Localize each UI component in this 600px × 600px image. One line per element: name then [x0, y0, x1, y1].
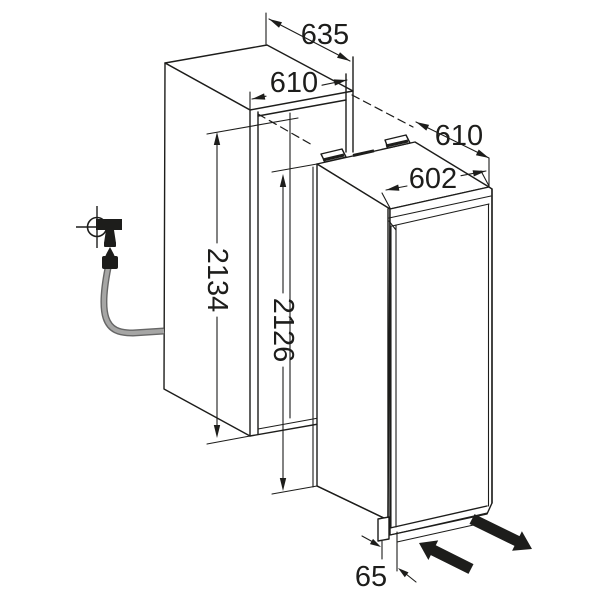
- appliance-front-face: [389, 186, 493, 536]
- arrowhead-upleft: [398, 568, 409, 578]
- door-top-chamfer: [388, 220, 397, 231]
- dimension-appliance-depth: 610: [415, 120, 490, 187]
- cabinet-top-band: [388, 195, 492, 219]
- dimension-line: [415, 121, 490, 159]
- door-bottom-trim: [389, 512, 488, 536]
- water-connection: [76, 206, 165, 337]
- dimension-label-appliance-height: 2126: [267, 298, 299, 363]
- dimension-line: [268, 18, 351, 62]
- water-hose: [100, 267, 165, 337]
- door-bottom-edge: [389, 505, 488, 529]
- mounting-bracket-left: [320, 148, 347, 163]
- niche-opening-top-edge: [257, 99, 347, 117]
- dimension-niche-width: 610: [249, 67, 348, 111]
- extension-line: [381, 192, 391, 209]
- extension-line: [271, 485, 318, 495]
- arrowhead-downright: [475, 149, 489, 158]
- arrowhead-down: [213, 425, 221, 438]
- hose-connector: [102, 256, 118, 269]
- arrowhead-left: [252, 93, 266, 100]
- appliance-bottom-left-edge: [316, 485, 389, 521]
- dimension-label-appliance-width: 602: [409, 163, 457, 195]
- dimension-label-niche-height: 2134: [201, 248, 233, 313]
- projection-dashed-lines: [257, 94, 414, 147]
- slide-direction-arrows: [419, 514, 532, 574]
- push-in-arrow: [419, 540, 474, 574]
- leader-line: [361, 535, 374, 543]
- arrowhead-up: [213, 132, 221, 145]
- arrowhead-upleft: [416, 122, 430, 131]
- water-hose-fill: [101, 267, 165, 336]
- arrowhead-right: [333, 79, 347, 86]
- extension-line: [206, 435, 251, 445]
- arrowhead-upleft: [269, 19, 282, 28]
- projection-line-left: [257, 113, 315, 147]
- projection-line-right: [351, 94, 414, 128]
- dimension-label-plinth-recess: 65: [355, 561, 387, 593]
- plinth-step: [377, 516, 390, 542]
- dimension-label-niche-depth: 635: [301, 19, 349, 51]
- mounting-bracket-right: [384, 134, 411, 149]
- dimension-appliance-width: 602: [381, 163, 490, 209]
- arrowhead-downright: [369, 538, 381, 547]
- dimension-plinth-recess: 65: [355, 531, 417, 593]
- niche-cabinet: [163, 44, 354, 437]
- arrowhead-down: [279, 478, 287, 491]
- arrowhead-up: [279, 174, 287, 187]
- dimension-niche-depth: 635: [265, 12, 351, 62]
- plinth-edge: [396, 523, 479, 543]
- appliance-left-face: [316, 163, 391, 521]
- leader-line: [405, 573, 417, 583]
- extension-line: [480, 170, 490, 187]
- appliance: [312, 134, 493, 543]
- dimension-niche-height: 2134: [201, 117, 299, 445]
- arrowhead-downright: [337, 52, 350, 61]
- arrowhead-left: [386, 184, 400, 191]
- dimension-label-niche-width: 610: [270, 67, 318, 99]
- door-top-edge: [391, 203, 490, 227]
- pull-out-arrow: [469, 514, 532, 551]
- extension-line: [271, 163, 318, 173]
- extension-line: [206, 117, 299, 135]
- water-tap-icon: [96, 219, 122, 247]
- dimension-appliance-height: 2126: [267, 163, 318, 495]
- arrowhead-right: [472, 170, 486, 177]
- dimension-label-appliance-depth: 610: [435, 120, 483, 152]
- bracket-rail-segment: [352, 149, 375, 157]
